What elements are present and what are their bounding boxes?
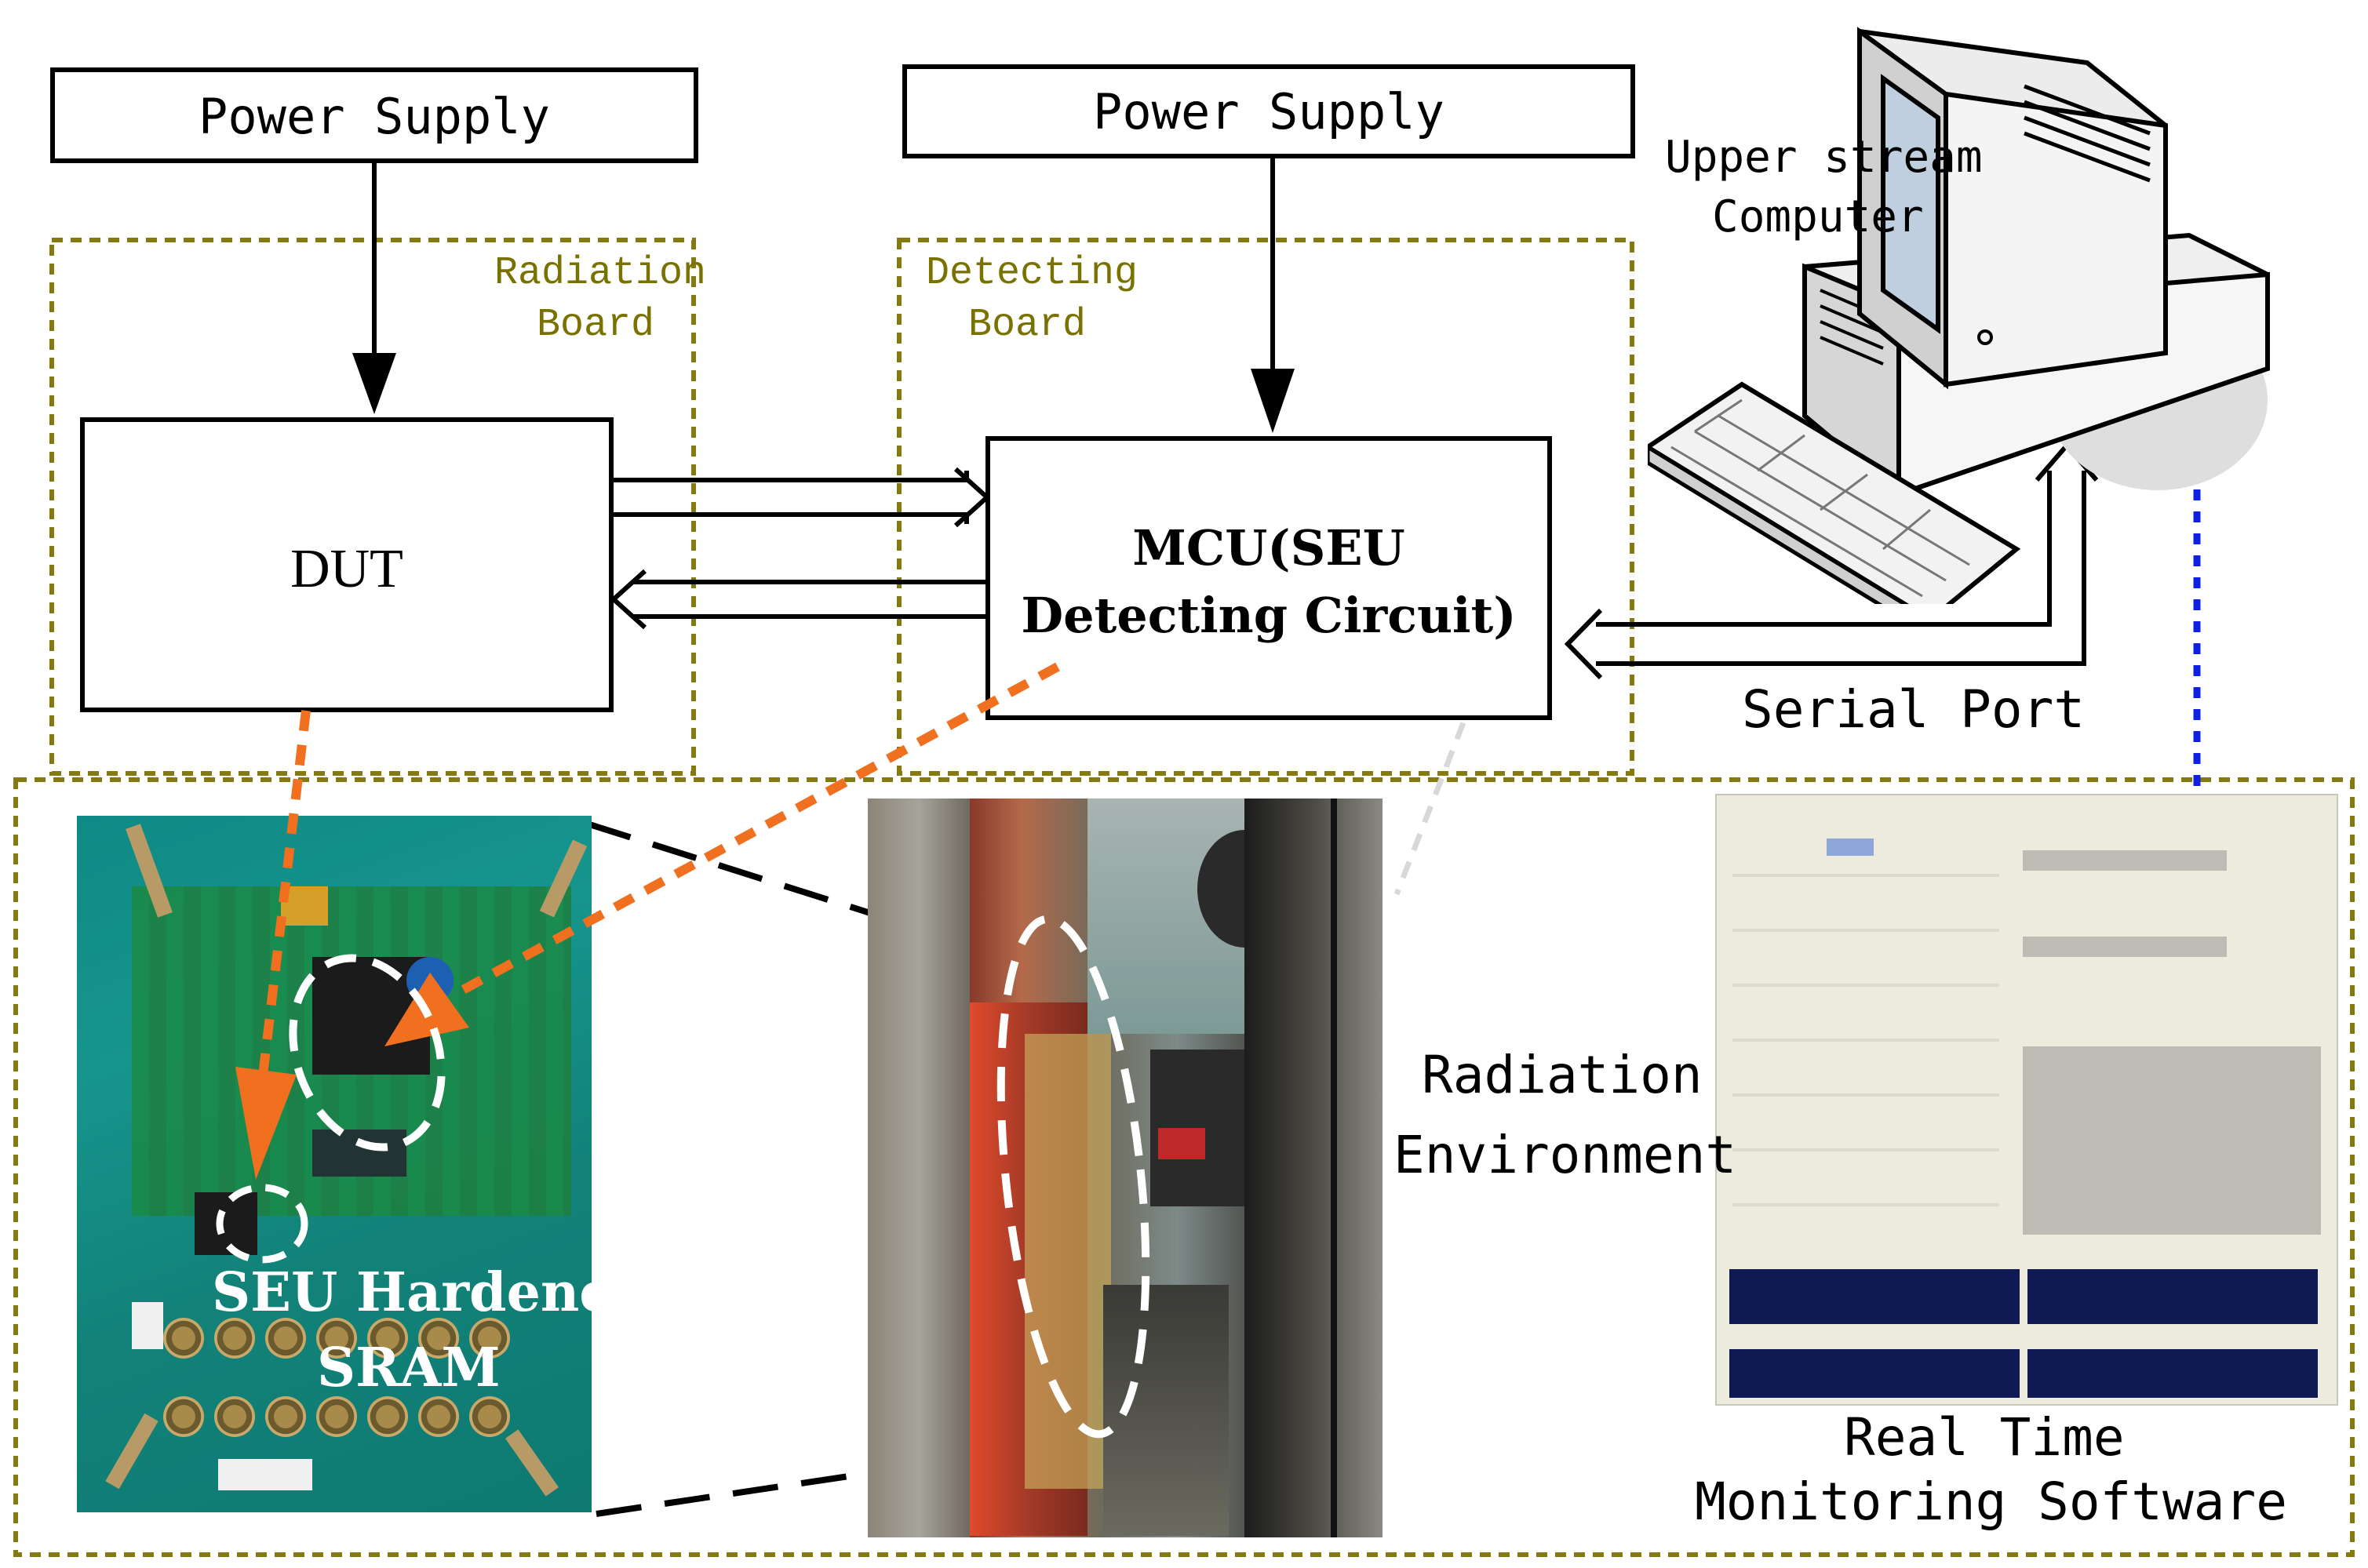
computer-icon [1648,27,2270,604]
mcu-label-2: Detecting Circuit) [1021,587,1517,644]
monitoring-software-screenshot [1715,794,2338,1406]
pcb-photo [77,816,592,1512]
power-supply-right-box: Power Supply [902,64,1635,158]
data-arrow-dut-to-mcu [614,467,991,528]
orange-arrow-dut-to-sram [235,710,311,1180]
sram-label-2: SRAM [317,1337,501,1399]
detecting-board-border [897,238,1634,776]
orange-arrow-mcu-to-chip [384,662,1060,1046]
zoom-line-top [585,820,1061,976]
chip-highlight-circle [289,954,446,1151]
dut-label: DUT [290,539,403,599]
radiation-environment-label-2: Environment [1393,1125,1737,1185]
dut-box: DUT [80,417,614,712]
serial-port-label: Serial Port [1742,679,2086,740]
detecting-board-label-1: Detecting [926,251,1138,296]
data-arrow-mcu-to-dut [610,569,987,630]
mcu-label-1: MCU(SEU [1132,519,1405,577]
software-label-2: Monitoring Software [1695,1472,2287,1532]
power-supply-left-label: Power Supply [199,88,550,145]
software-label-1: Real Time [1844,1407,2125,1468]
radiation-environment-label-1: Radiation [1422,1045,1703,1105]
power-arrow-left-head [352,353,396,414]
computer-label-2: Computer [1712,191,1924,242]
faint-dashed-line [1393,610,1510,896]
radiation-environment-border [13,777,2355,1557]
radiation-setup-photo [868,799,1383,1537]
power-supply-right-label: Power Supply [1093,83,1444,140]
mcu-box: MCU(SEU Detecting Circuit) [985,436,1552,720]
radiation-board-label-1: Radiation [494,251,707,296]
sram-label-1: SEU Hardened [212,1261,651,1324]
computer-label-1: Upper stream [1665,132,1983,183]
radiation-board-label-2: Board [537,303,655,347]
power-supply-left-box: Power Supply [50,67,698,163]
board-highlight-circle [996,915,1150,1439]
power-arrow-right-head [1251,369,1295,433]
detecting-board-label-2: Board [968,303,1087,347]
sram-highlight-circle [216,1184,308,1264]
